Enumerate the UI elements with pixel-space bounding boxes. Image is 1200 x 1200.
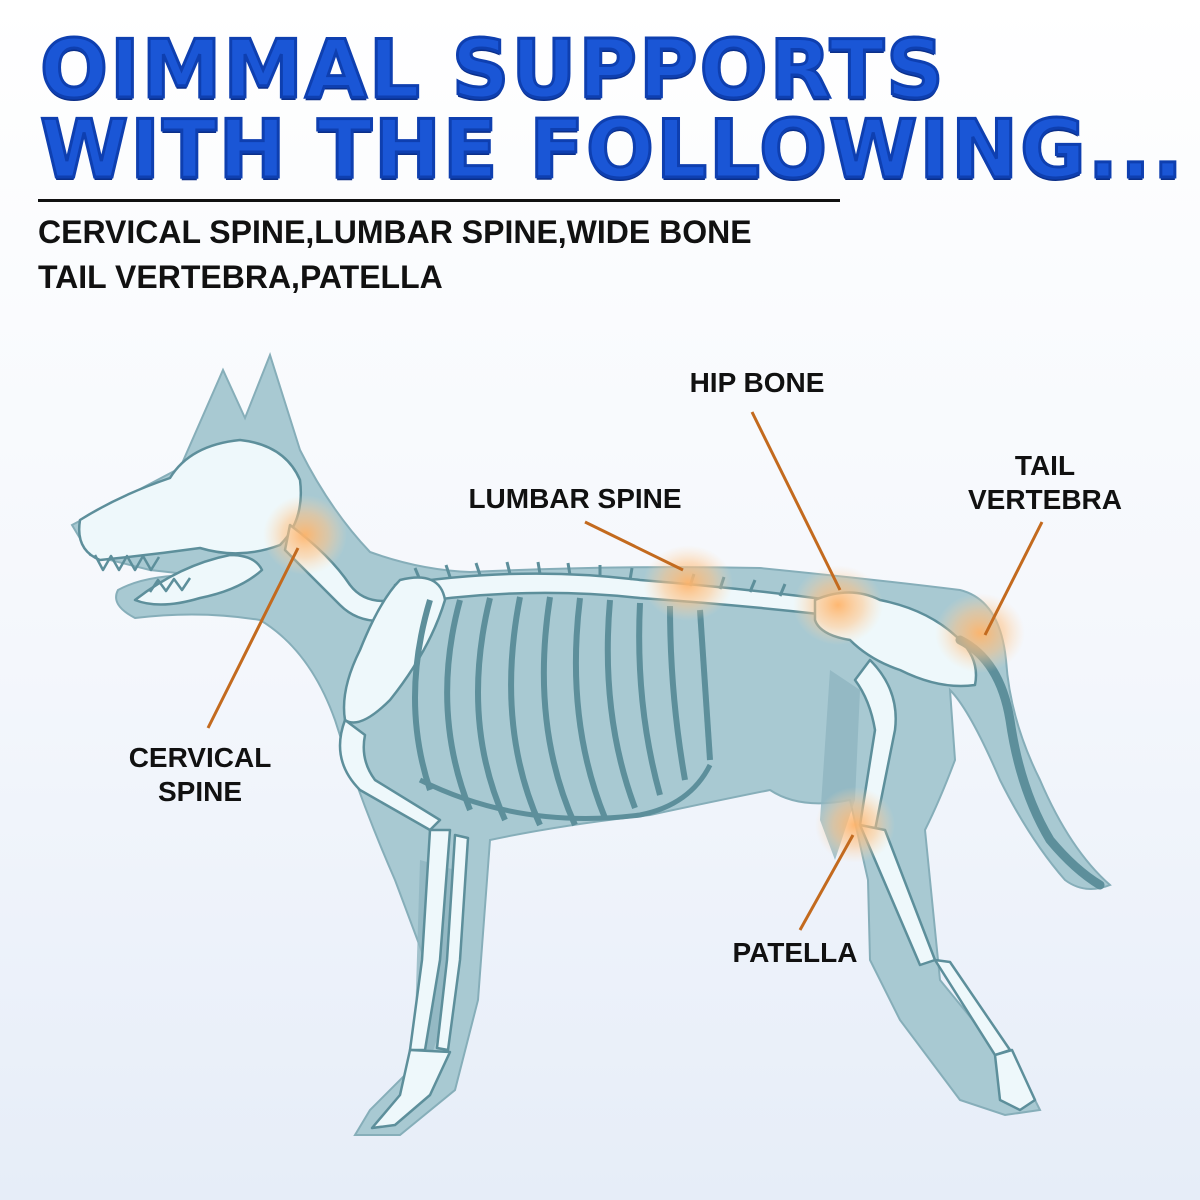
- label-hip-bone: HIP BONE: [689, 367, 825, 398]
- headline-line-2: WITH THE FOLLOWING...: [39, 103, 1185, 196]
- leader-line-hip-bone: [750, 411, 842, 591]
- leader-line-tail-vertebra: [983, 521, 1044, 636]
- leader-line-patella: [798, 834, 855, 931]
- label-tail-vertebra: TAIL VERTEBRA: [950, 449, 1140, 517]
- subtitle-line-2: TAIL VERTEBRA,PATELLA: [38, 259, 443, 295]
- subtitle-line-1: CERVICAL SPINE,LUMBAR SPINE,WIDE BONE: [38, 214, 752, 250]
- label-cervical-spine-line-1: CERVICAL: [128, 742, 272, 773]
- label-cervical-spine-line-2: SPINE: [157, 776, 243, 807]
- cervical-spine-highlight: [263, 495, 347, 575]
- headline: OIMMAL SUPPORTS WITH THE FOLLOWING...: [39, 23, 1185, 196]
- headline-line-1: OIMMAL SUPPORTS: [39, 23, 946, 116]
- skeleton: [77, 438, 1105, 1130]
- leader-line-cervical-spine: [206, 547, 300, 729]
- hip-bone-highlight: [793, 565, 883, 645]
- label-patella: PATELLA: [732, 937, 858, 968]
- label-cervical-spine: CERVICAL SPINE: [100, 741, 300, 809]
- leader-lines: [206, 411, 1044, 931]
- patella-highlight: [815, 787, 895, 863]
- lumbar-spine-highlight: [643, 545, 733, 621]
- label-lumbar-spine: LUMBAR SPINE: [468, 483, 682, 514]
- tail-vertebra-highlight: [935, 593, 1025, 673]
- joint-highlights: [263, 495, 1025, 863]
- divider: [38, 199, 840, 202]
- leader-line-lumbar-spine: [584, 520, 684, 572]
- label-tail-vertebra-line-1: TAIL: [1014, 450, 1076, 481]
- label-tail-vertebra-line-2: VERTEBRA: [967, 484, 1122, 515]
